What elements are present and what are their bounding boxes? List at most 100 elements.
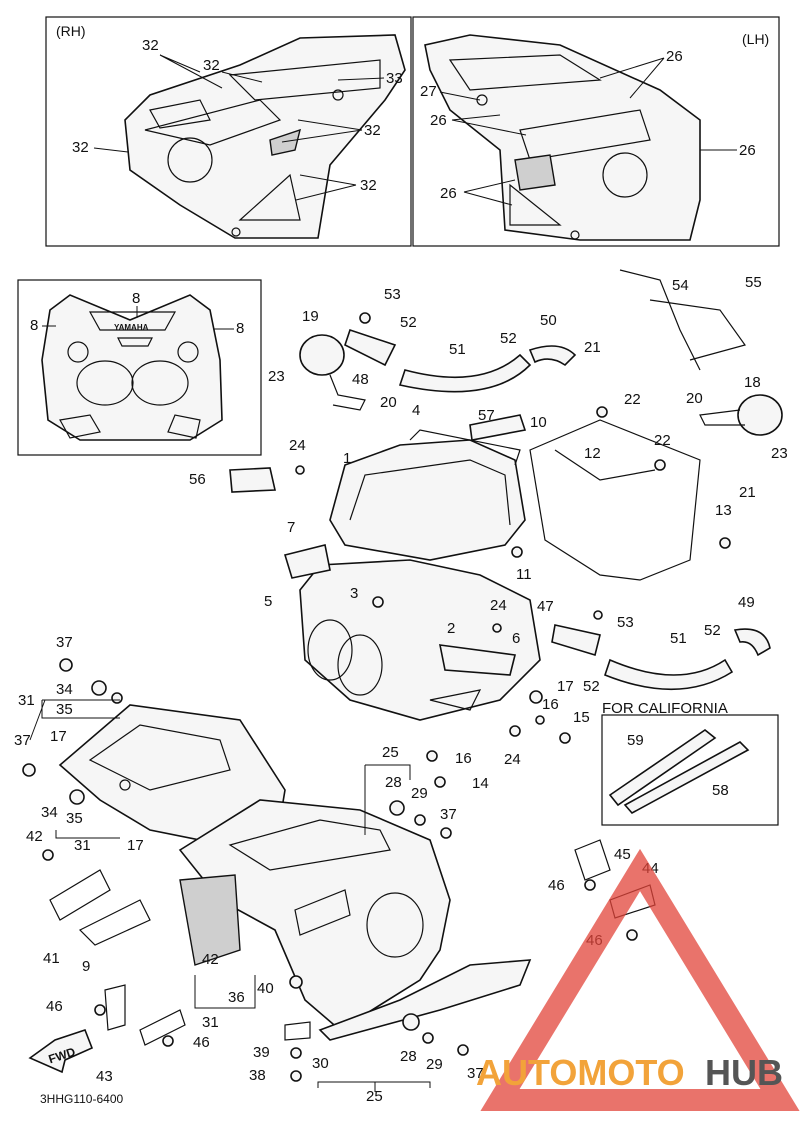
callout-label: 25: [366, 1088, 383, 1105]
inset-frame: [17, 279, 262, 456]
yamaha-emblem-text: YAMAHA: [114, 323, 149, 332]
callout-label: 40: [257, 980, 274, 997]
callout-label: 52: [704, 622, 721, 639]
fwd-arrow: FWD: [28, 1029, 94, 1074]
callout-label: 37: [467, 1065, 484, 1082]
callout-label: 16: [455, 750, 472, 767]
rh-panel-frame: [45, 16, 412, 247]
callout-label: 10: [530, 414, 547, 431]
callout-label: 24: [289, 437, 306, 454]
rh-callouts: 32 32 33 32 32 32: [72, 37, 403, 201]
callout-label: 28: [400, 1048, 417, 1065]
lh-panel-frame: [412, 16, 780, 247]
callout-label: 37: [440, 806, 457, 823]
callout-label: 20: [380, 394, 397, 411]
watermark-brand-a: AUTOMOTO: [476, 1052, 685, 1093]
group-brackets: [29, 699, 431, 1092]
callout-label: 26: [440, 185, 457, 202]
callout-label: 12: [584, 445, 601, 462]
mirror-rh: [299, 334, 366, 411]
watermark: AUTOMOTO HUB: [476, 848, 800, 1111]
inset-callouts: 8 8 8: [30, 290, 244, 337]
callout-label: 3: [350, 585, 358, 602]
callout-label: 32: [203, 57, 220, 74]
figure-code: 3HHG110-6400: [40, 1092, 123, 1106]
callout-label: 34: [41, 804, 58, 821]
fairing-stay: [529, 269, 746, 581]
callout-label: 15: [573, 709, 590, 726]
callout-label: 13: [715, 502, 732, 519]
lh-callouts: 26 27 26 26 26: [420, 48, 756, 206]
mirror-lh: [699, 394, 783, 436]
callout-label: 31: [18, 692, 35, 709]
rh-panel-label: (RH): [56, 23, 86, 39]
callout-label: 29: [411, 785, 428, 802]
callout-label: 58: [712, 782, 729, 799]
callout-label: 50: [540, 312, 557, 329]
lower-cowl-left: [58, 704, 286, 841]
callout-label: 29: [426, 1056, 443, 1073]
callout-label: 32: [364, 122, 381, 139]
callout-label: 42: [202, 951, 219, 968]
callout-label: 18: [744, 374, 761, 391]
callout-label: 23: [771, 445, 788, 462]
lower-cowl-right: [178, 799, 451, 1031]
callout-label: 8: [132, 290, 140, 307]
callout-label: 47: [537, 598, 554, 615]
callout-label: 37: [56, 634, 73, 651]
callout-label: 57: [478, 407, 495, 424]
callout-label: 30: [312, 1055, 329, 1072]
callout-label: 16: [542, 696, 559, 713]
callout-label: 4: [412, 402, 420, 419]
callout-label: 52: [400, 314, 417, 331]
rh-fairing-side: [124, 34, 406, 239]
callout-label: 17: [127, 837, 144, 854]
callout-label: 41: [43, 950, 60, 967]
watermark-triangle: [480, 848, 800, 1111]
callout-label: 32: [72, 139, 89, 156]
callout-label: 31: [202, 1014, 219, 1031]
callout-label: 22: [654, 432, 671, 449]
callout-label: 17: [50, 728, 67, 745]
callout-label: 31: [74, 837, 91, 854]
callout-label: 43: [96, 1068, 113, 1085]
callout-label: 9: [82, 958, 90, 975]
callout-label: 52: [500, 330, 517, 347]
callout-label: 46: [548, 877, 565, 894]
windscreen: [329, 429, 526, 561]
callout-label: 37: [14, 732, 31, 749]
callout-label: 45: [614, 846, 631, 863]
inner-panels: [229, 414, 527, 676]
callout-label: 35: [66, 810, 83, 827]
callout-label: 32: [360, 177, 377, 194]
callout-label: 51: [449, 341, 466, 358]
callout-label: 51: [670, 630, 687, 647]
callout-label: 24: [490, 597, 507, 614]
california-parts: [608, 729, 750, 815]
callout-label: 32: [142, 37, 159, 54]
watermark-brand-b: HUB: [705, 1052, 783, 1093]
callout-label: 34: [56, 681, 73, 698]
under-cowl: [179, 874, 532, 1041]
callout-label: 5: [264, 593, 272, 610]
callout-label: 24: [504, 751, 521, 768]
front-cowl-inset: YAMAHA: [41, 294, 223, 441]
callout-label: 19: [302, 308, 319, 325]
callout-label: 49: [738, 594, 755, 611]
callout-label: 22: [624, 391, 641, 408]
callout-label: 23: [268, 368, 285, 385]
callout-label: 27: [420, 83, 437, 100]
callout-label: 8: [30, 317, 38, 334]
callout-label: 38: [249, 1067, 266, 1084]
california-label: FOR CALIFORNIA: [602, 700, 728, 717]
callout-label: 7: [287, 519, 295, 536]
callout-label: 42: [26, 828, 43, 845]
callout-label: 52: [583, 678, 600, 695]
callout-label: 54: [672, 277, 689, 294]
callout-label: 21: [584, 339, 601, 356]
callout-label: 11: [516, 566, 532, 583]
callout-label: 2: [447, 620, 455, 637]
callout-label: 20: [686, 390, 703, 407]
callout-label: 46: [193, 1034, 210, 1051]
callout-label: 55: [745, 274, 762, 291]
